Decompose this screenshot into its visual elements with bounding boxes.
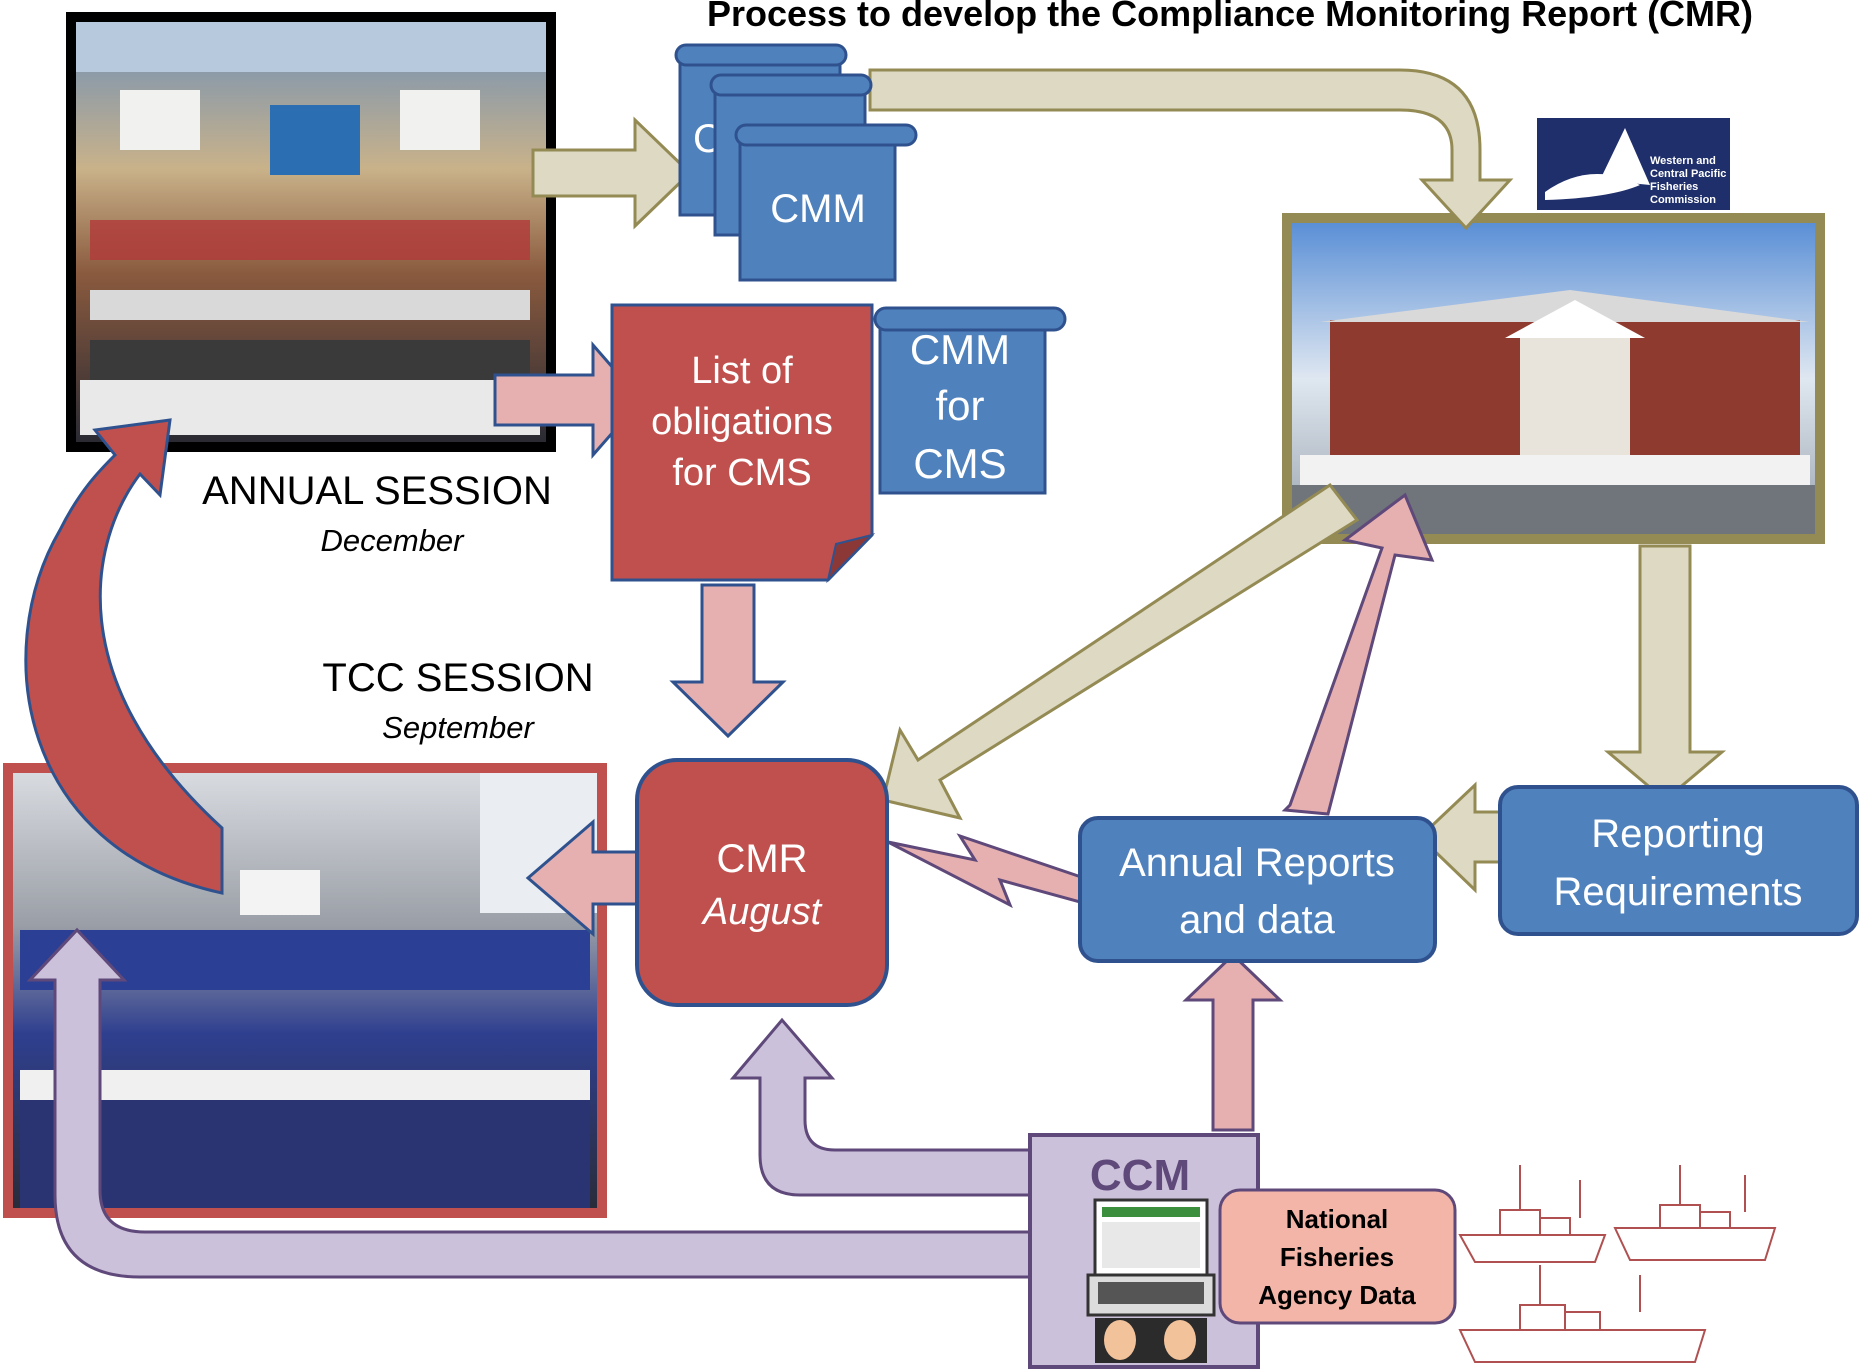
annual-session-month: December <box>321 523 466 558</box>
national-fisheries-data-box: National Fisheries Agency Data <box>1218 1188 1457 1325</box>
annual-session-title: ANNUAL SESSION <box>202 469 552 513</box>
arrow-tcc-to-session <box>24 418 224 895</box>
arrow-cmm-to-secretariat <box>868 68 1514 231</box>
diagram-title: Process to develop the Compliance Monito… <box>707 0 1753 34</box>
fishing-vessel-icon <box>1613 1165 1777 1261</box>
reporting-requirements-box: Reporting Requirements <box>1498 785 1859 936</box>
annual-reports-line1: Annual Reports <box>1119 841 1395 885</box>
tcc-session-month: September <box>382 710 535 745</box>
wcpfc-logo-line3: Fisheries <box>1650 181 1698 193</box>
wcpfc-building-photo <box>1282 213 1825 544</box>
list-line2: obligations <box>651 401 833 443</box>
arrow-secretariat-to-cmr <box>881 482 1360 821</box>
national-data-line2: Fisheries <box>1280 1242 1394 1272</box>
cmm-for-cms-line3: CMS <box>913 440 1006 487</box>
wcpfc-logo-line2: Central Pacific <box>1650 168 1726 180</box>
wcpfc-logo-line4: Commission <box>1650 194 1716 206</box>
cmr-month: August <box>701 891 823 933</box>
arrow-reports-to-secretariat <box>1281 492 1435 816</box>
annual-reports-box: Annual Reports and data <box>1078 816 1437 963</box>
wcpfc-logo-line1: Western and <box>1650 155 1716 167</box>
arrow-ccm-to-reports <box>1182 952 1284 1132</box>
reporting-line2: Requirements <box>1553 870 1802 914</box>
tcc-session-title: TCC SESSION <box>322 656 593 700</box>
arrow-secretariat-to-reporting <box>1603 544 1727 802</box>
cmm-stack-front-label: CMM <box>770 187 866 231</box>
list-line1: List of <box>691 350 793 392</box>
cmr-title: CMR <box>716 837 807 881</box>
arrow-ccm-to-tcc <box>26 927 1032 1279</box>
cmm-for-cms-line2: for <box>935 382 984 429</box>
list-of-obligations-box: List of obligations for CMS <box>610 303 876 584</box>
laptop-icon <box>1086 1198 1216 1363</box>
list-line3: for CMS <box>672 452 811 494</box>
cmm-document-stack: C CMM <box>674 43 918 282</box>
reporting-line1: Reporting <box>1591 812 1764 856</box>
national-data-line1: National <box>1286 1204 1389 1234</box>
national-data-line3: Agency Data <box>1258 1280 1416 1310</box>
arrow-session-to-cmm <box>531 116 693 230</box>
fishing-vessel-icon <box>1458 1265 1707 1363</box>
arrow-reports-to-cmr-bolt <box>887 833 1093 909</box>
tcc-session-photo <box>3 763 607 1218</box>
arrow-list-to-cmr <box>669 583 787 739</box>
wcpfc-logo: Western and Central Pacific Fisheries Co… <box>1537 118 1730 210</box>
cmr-box: CMR August <box>635 758 889 1007</box>
ccm-label: CCM <box>1090 1151 1190 1200</box>
ccm-box: CCM <box>1028 1133 1260 1369</box>
annual-reports-line2: and data <box>1179 898 1335 942</box>
cmm-for-cms-document: CMM for CMS <box>873 306 1067 495</box>
annual-session-photo <box>66 12 556 452</box>
fishing-vessel-icon <box>1458 1165 1607 1263</box>
cmm-for-cms-line1: CMM <box>910 326 1010 373</box>
fishing-vessels-illustration <box>1458 1165 1777 1363</box>
arrow-ccm-to-cmr <box>729 1017 1032 1197</box>
